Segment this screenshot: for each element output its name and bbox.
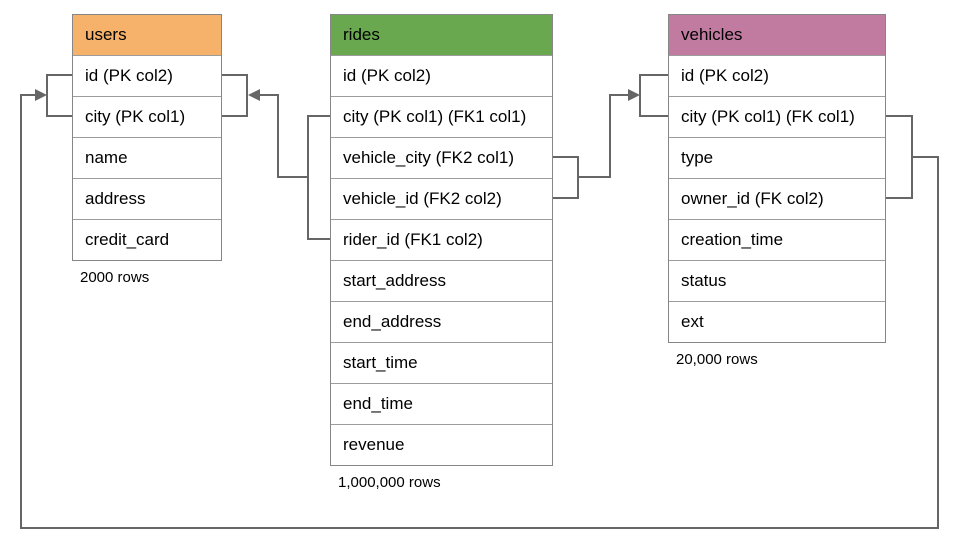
users-col-id: id (PK col2)	[73, 55, 221, 96]
fk2-route	[578, 94, 629, 178]
fk1-connector	[222, 74, 330, 240]
fk1-rides-bracket	[307, 115, 330, 240]
fk1-route	[259, 94, 308, 178]
table-users-box: users id (PK col2) city (PK col1) name a…	[72, 14, 222, 261]
fk2-rides-bracket	[553, 156, 579, 199]
fk3-vehicles-bracket	[886, 115, 913, 199]
rides-col-vehicle-id: vehicle_id (FK2 col2)	[331, 178, 552, 219]
vehicles-col-city: city (PK col1) (FK col1)	[669, 96, 885, 137]
users-col-credit-card: credit_card	[73, 219, 221, 260]
users-row-count: 2000 rows	[80, 269, 150, 286]
rides-col-rider-id: rider_id (FK1 col2)	[331, 219, 552, 260]
table-rides-header: rides	[331, 15, 552, 55]
fk2-arrowhead	[628, 89, 640, 101]
vehicles-col-id: id (PK col2)	[669, 55, 885, 96]
table-users: users id (PK col2) city (PK col1) name a…	[72, 14, 222, 286]
rides-col-city: city (PK col1) (FK1 col1)	[331, 96, 552, 137]
users-col-address: address	[73, 178, 221, 219]
table-vehicles-header: vehicles	[669, 15, 885, 55]
fk3-arrowhead	[35, 89, 47, 101]
rides-col-start-address: start_address	[331, 260, 552, 301]
vehicles-col-ext: ext	[669, 301, 885, 342]
users-col-name: name	[73, 137, 221, 178]
fk2-connector	[553, 74, 668, 199]
fk3-connector	[20, 74, 939, 529]
table-users-header: users	[73, 15, 221, 55]
table-rides: rides id (PK col2) city (PK col1) (FK1 c…	[330, 14, 553, 491]
vehicles-col-creation-time: creation_time	[669, 219, 885, 260]
rides-row-count: 1,000,000 rows	[338, 474, 441, 491]
vehicles-col-owner-id: owner_id (FK col2)	[669, 178, 885, 219]
rides-col-vehicle-city: vehicle_city (FK2 col1)	[331, 137, 552, 178]
rides-col-start-time: start_time	[331, 342, 552, 383]
rides-col-end-time: end_time	[331, 383, 552, 424]
fk2-vehicles-bracket	[639, 74, 668, 117]
rides-col-revenue: revenue	[331, 424, 552, 465]
fk3-route	[20, 94, 939, 529]
fk1-arrowhead	[248, 89, 260, 101]
vehicles-col-status: status	[669, 260, 885, 301]
table-vehicles: vehicles id (PK col2) city (PK col1) (FK…	[668, 14, 886, 368]
vehicles-col-type: type	[669, 137, 885, 178]
vehicles-row-count: 20,000 rows	[676, 351, 758, 368]
table-vehicles-box: vehicles id (PK col2) city (PK col1) (FK…	[668, 14, 886, 343]
table-rides-box: rides id (PK col2) city (PK col1) (FK1 c…	[330, 14, 553, 466]
fk3-users-bracket	[46, 74, 72, 117]
users-col-city: city (PK col1)	[73, 96, 221, 137]
rides-col-id: id (PK col2)	[331, 55, 552, 96]
fk1-users-bracket	[222, 74, 248, 117]
rides-col-end-address: end_address	[331, 301, 552, 342]
